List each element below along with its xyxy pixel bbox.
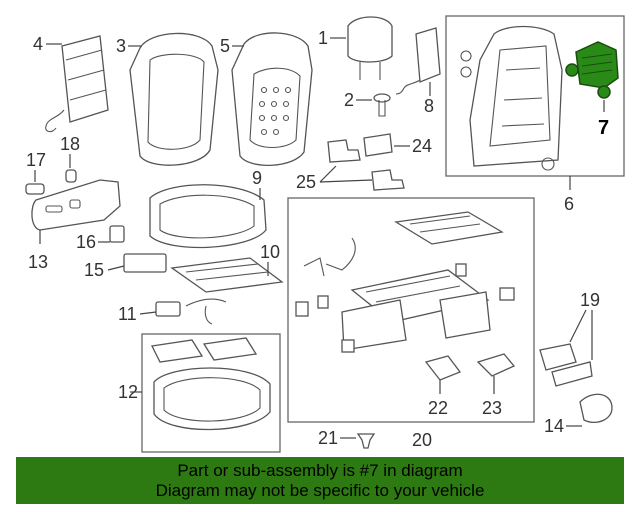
part-1-headrest[interactable] [347, 16, 393, 80]
callout-8: 8 [424, 96, 434, 116]
callout-20: 20 [412, 430, 432, 450]
cushion-box [141, 333, 281, 453]
seatback-frame-box [445, 15, 625, 177]
banner-line-1: Part or sub-assembly is #7 in diagram [177, 461, 463, 480]
part-19-covers[interactable] [539, 343, 593, 387]
part-13-side-shield[interactable] [31, 179, 121, 231]
part-20-seat-track[interactable] [295, 211, 515, 353]
callout-25: 25 [296, 172, 316, 192]
part-15-control-unit[interactable] [123, 253, 167, 273]
part-12-cushion-assembly[interactable] [151, 337, 271, 431]
callout-11: 11 [118, 304, 137, 324]
callout-12: 12 [118, 382, 138, 402]
part-21-clip[interactable] [356, 433, 376, 449]
disclaimer-banner: Part or sub-assembly is #7 in diagram Di… [16, 457, 624, 504]
part-16-module[interactable] [109, 225, 125, 243]
leader-25a [319, 165, 337, 183]
part-22-actuator[interactable] [424, 355, 462, 381]
leader-19a [569, 309, 587, 343]
callout-19: 19 [580, 290, 600, 310]
callout-10: 10 [260, 242, 280, 262]
callout-5: 5 [220, 36, 230, 56]
callout-4: 4 [33, 34, 43, 54]
part-2-headrest-guide[interactable] [373, 93, 391, 117]
callout-22: 22 [428, 398, 448, 418]
callout-18: 18 [60, 134, 80, 154]
callout-17: 17 [26, 150, 46, 170]
part-23-actuator[interactable] [476, 353, 516, 377]
part-10-sensor-mat[interactable] [170, 257, 284, 293]
callout-14: 14 [544, 416, 564, 436]
callout-13: 13 [28, 252, 48, 272]
part-24-bracket[interactable] [363, 133, 393, 157]
callout-15: 15 [84, 260, 104, 280]
callout-24: 24 [412, 136, 432, 156]
callout-3: 3 [116, 36, 126, 56]
part-4-back-board[interactable] [45, 35, 109, 133]
leader-15 [107, 265, 125, 271]
part-14-recliner-cover[interactable] [579, 393, 613, 423]
callout-16: 16 [76, 232, 96, 252]
part-5-seatback-pad[interactable] [231, 32, 313, 167]
part-3-seatback-cover[interactable] [129, 32, 219, 166]
callout-21: 21 [318, 428, 338, 448]
callout-7: 7 [598, 117, 609, 139]
callout-6: 6 [564, 194, 574, 214]
seat-track-box [287, 197, 535, 423]
part-18-switch-knob[interactable] [65, 169, 77, 183]
part-8-side-airbag[interactable] [395, 27, 441, 96]
part-9-seat-cushion[interactable] [149, 184, 267, 249]
callout-9: 9 [252, 168, 262, 188]
part-17-switch-knob[interactable] [25, 183, 45, 195]
exploded-seat-diagram: 4 3 5 1 2 8 [25, 15, 625, 453]
banner-line-2: Diagram may not be specific to your vehi… [155, 481, 485, 500]
part-11-sensor[interactable] [155, 298, 227, 325]
callout-2: 2 [344, 90, 354, 110]
callout-1: 1 [318, 28, 328, 48]
leader-11 [139, 311, 157, 315]
leader-25b [319, 179, 373, 183]
part-25-brackets[interactable] [327, 139, 405, 191]
part-6-seatback-frame[interactable] [460, 25, 563, 171]
part-7-lumbar-support-highlighted[interactable] [565, 41, 619, 99]
callout-23: 23 [482, 398, 502, 418]
